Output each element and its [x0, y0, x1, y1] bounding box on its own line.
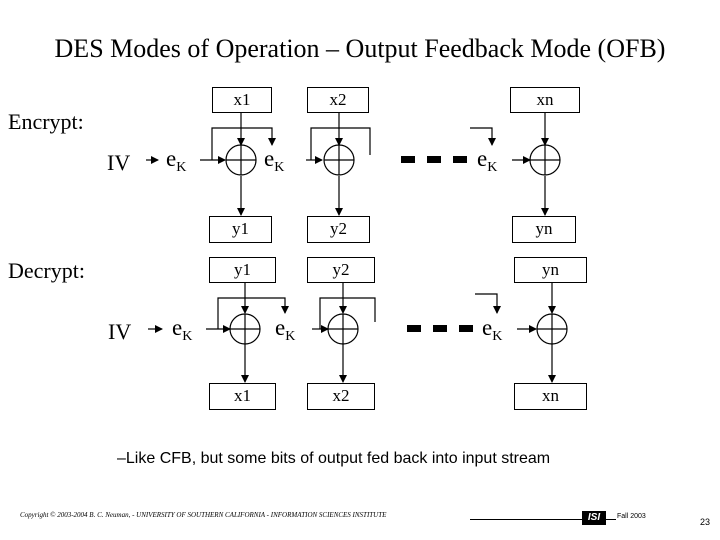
dec-ellipsis-dash: [459, 325, 473, 332]
dec-feedback1: [217, 297, 289, 329]
enc-output-y1: y1: [209, 216, 272, 243]
enc-input-x2: x2: [307, 87, 369, 113]
page-title: DES Modes of Operation – Output Feedback…: [54, 34, 666, 63]
enc-output-y2: y2: [307, 216, 370, 243]
dec-input-y2: y2: [307, 257, 375, 283]
enc-iv-label: IV: [107, 150, 131, 175]
enc-ellipsis-dash: [401, 156, 415, 163]
enc-input-xn: xn: [510, 87, 580, 113]
dec-cipher-n: eK: [482, 315, 503, 344]
enc-input-x1: x1: [212, 87, 272, 113]
dec-ellipsis-dash: [433, 325, 447, 332]
enc-feedback-n: [470, 127, 496, 146]
encrypt-label: Encrypt:: [8, 109, 84, 134]
dec-cipher-1: eK: [172, 315, 193, 344]
dec-ellipsis-dash: [407, 325, 421, 332]
dec-cipher-2: eK: [275, 315, 296, 344]
enc-output-yn: yn: [512, 216, 576, 243]
enc-cipher-n: eK: [477, 146, 498, 175]
isi-logo: ISI: [582, 511, 606, 525]
dec-input-yn: yn: [514, 257, 587, 283]
footer-divider: [470, 519, 582, 520]
decrypt-label: Decrypt:: [8, 258, 85, 283]
page-number: 23: [700, 517, 711, 527]
dec-iv-label: IV: [108, 319, 132, 344]
enc-feedback2: [310, 127, 371, 160]
dec-output-x1: x1: [209, 383, 276, 410]
footer-divider-short: [606, 519, 616, 520]
dec-output-xn: xn: [514, 383, 587, 410]
dec-feedback2: [319, 297, 376, 329]
footer-copyright: Copyright © 2003-2004 B. C. Neuman, - UN…: [20, 511, 387, 519]
dec-input-y1: y1: [209, 257, 276, 283]
dec-feedback-n: [475, 293, 501, 314]
footer-term: Fall 2003: [617, 513, 646, 520]
enc-feedback1: [211, 127, 276, 160]
enc-ellipsis-dash: [427, 156, 441, 163]
enc-cipher-1: eK: [166, 146, 187, 175]
enc-ellipsis-dash: [453, 156, 467, 163]
dec-output-x2: x2: [307, 383, 375, 410]
bullet-note: –Like CFB, but some bits of output fed b…: [117, 450, 551, 467]
enc-cipher-2: eK: [264, 146, 285, 175]
